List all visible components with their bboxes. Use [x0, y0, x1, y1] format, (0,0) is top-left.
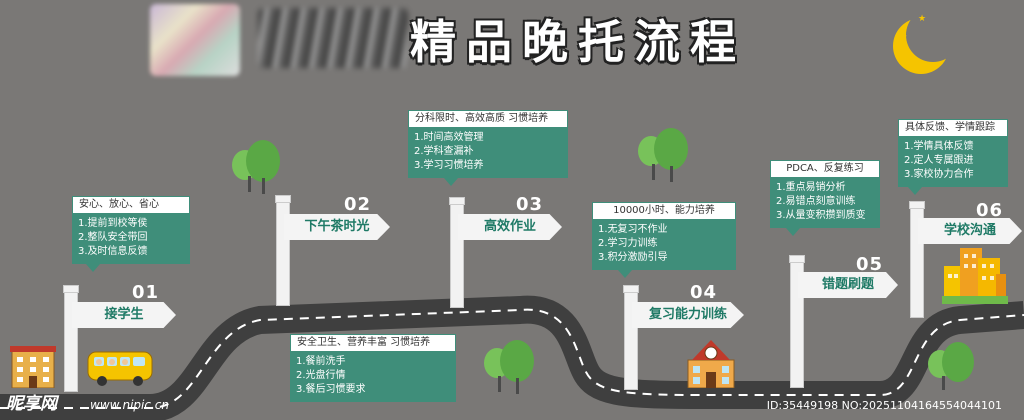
blurred-logo	[150, 4, 240, 76]
list-item: 3.及时信息反馈	[78, 246, 148, 257]
step-06-info-panel: 具体反馈、学情跟踪 1.学情具体反馈 2.定人专属跟进 3.家校协力合作	[898, 119, 1008, 195]
panel-list: 1.时间高效管理 2.学科查漏补 3.学习习惯培养	[408, 128, 568, 178]
tree-icon	[232, 140, 282, 195]
list-item: 2.光盘行情	[296, 370, 346, 381]
panel-tail	[908, 187, 922, 195]
star-icon: ★	[897, 30, 908, 44]
step-01-sign: 接学生	[72, 302, 176, 328]
panel-heading: 安全卫生、营养丰富 习惯培养	[290, 334, 456, 352]
step-06-sign: 学校沟通	[918, 218, 1022, 244]
apartment-building-icon	[10, 346, 56, 388]
panel-tail	[786, 228, 800, 236]
tree-icon	[928, 342, 978, 392]
signpost-cap	[449, 197, 465, 205]
list-item: 3.积分激励引导	[598, 252, 668, 263]
step-02-info-panel: 安全卫生、营养丰富 习惯培养 1.餐前洗手 2.光盘行情 3.餐后习惯要求	[290, 334, 456, 402]
image-id-text: ID:35449198 NO:20251104164554044101	[766, 399, 1002, 412]
step-02-sign: 下午茶时光	[284, 214, 390, 240]
signpost-cap	[623, 285, 639, 293]
panel-list: 1.提前到校等侯 2.整队安全带回 3.及时信息反馈	[72, 214, 190, 264]
step-05-sign: 错题刷题	[798, 272, 898, 298]
step-03-info-panel: 分科限时、高效高质 习惯培养 1.时间高效管理 2.学科查漏补 3.学习习惯培养	[408, 110, 568, 186]
school-clock-building-icon	[687, 340, 735, 388]
step-03-sign: 高效作业	[458, 214, 562, 240]
list-item: 1.时间高效管理	[414, 132, 484, 143]
list-item: 2.学科查漏补	[414, 146, 474, 157]
watermark-brand: 昵享网	[6, 394, 57, 414]
panel-heading: 具体反馈、学情跟踪	[898, 119, 1008, 137]
panel-heading: 分科限时、高效高质 习惯培养	[408, 110, 568, 128]
moon-cutout	[906, 8, 960, 62]
list-item: 3.学习习惯培养	[414, 160, 484, 171]
page-title: 精品晚托流程	[410, 15, 746, 69]
panel-tail	[86, 264, 100, 272]
school-bus-icon	[87, 351, 153, 386]
list-item: 1.提前到校等侯	[78, 218, 148, 229]
list-item: 1.餐前洗手	[296, 356, 346, 367]
panel-heading: 10000小时、能力培养	[592, 202, 736, 220]
step-06-number: 06	[976, 200, 1004, 221]
step-01-info-panel: 安心、放心、省心 1.提前到校等侯 2.整队安全带回 3.及时信息反馈	[72, 196, 190, 272]
blurred-school-name	[258, 8, 408, 68]
panel-heading: 安心、放心、省心	[72, 196, 190, 214]
panel-list: 1.无复习不作业 2.学习力训练 3.积分激励引导	[592, 220, 736, 270]
list-item: 2.整队安全带回	[78, 232, 148, 243]
panel-heading: PDCA、反复练习	[770, 160, 880, 178]
tree-icon	[484, 340, 536, 395]
panel-list: 1.学情具体反馈 2.定人专属跟进 3.家校协力合作	[898, 137, 1008, 187]
star-icon: ★	[918, 14, 927, 24]
list-item: 3.从量变积攒到质变	[776, 210, 866, 221]
tree-icon	[638, 128, 690, 183]
list-item: 1.无复习不作业	[598, 224, 668, 235]
city-buildings-icon	[942, 248, 1008, 304]
list-item: 1.学情具体反馈	[904, 141, 974, 152]
list-item: 2.定人专属跟进	[904, 155, 974, 166]
road-centerline	[0, 308, 1024, 409]
panel-list: 1.重点易销分析 2.易错点刻意训练 3.从量变积攒到质变	[770, 178, 880, 228]
watermark-url: www.nipic.cn	[90, 398, 169, 412]
step-02-number: 02	[344, 194, 372, 215]
step-04-number: 04	[690, 282, 718, 303]
signpost-cap	[789, 255, 805, 263]
step-03-number: 03	[516, 194, 544, 215]
step-04-sign: 复习能力训练	[632, 302, 744, 328]
step-05-info-panel: PDCA、反复练习 1.重点易销分析 2.易错点刻意训练 3.从量变积攒到质变	[770, 160, 880, 236]
step-04-info-panel: 10000小时、能力培养 1.无复习不作业 2.学习力训练 3.积分激励引导	[592, 202, 736, 278]
list-item: 2.学习力训练	[598, 238, 658, 249]
list-item: 3.家校协力合作	[904, 169, 974, 180]
panel-tail	[444, 178, 458, 186]
signpost-cap	[275, 195, 291, 203]
panel-tail	[618, 270, 632, 278]
list-item: 1.重点易销分析	[776, 182, 846, 193]
list-item: 3.餐后习惯要求	[296, 384, 366, 395]
panel-list: 1.餐前洗手 2.光盘行情 3.餐后习惯要求	[290, 352, 456, 402]
list-item: 2.易错点刻意训练	[776, 196, 856, 207]
step-01-number: 01	[132, 282, 160, 303]
step-05-number: 05	[856, 254, 884, 275]
signpost-cap	[63, 285, 79, 293]
signpost-cap	[909, 201, 925, 209]
